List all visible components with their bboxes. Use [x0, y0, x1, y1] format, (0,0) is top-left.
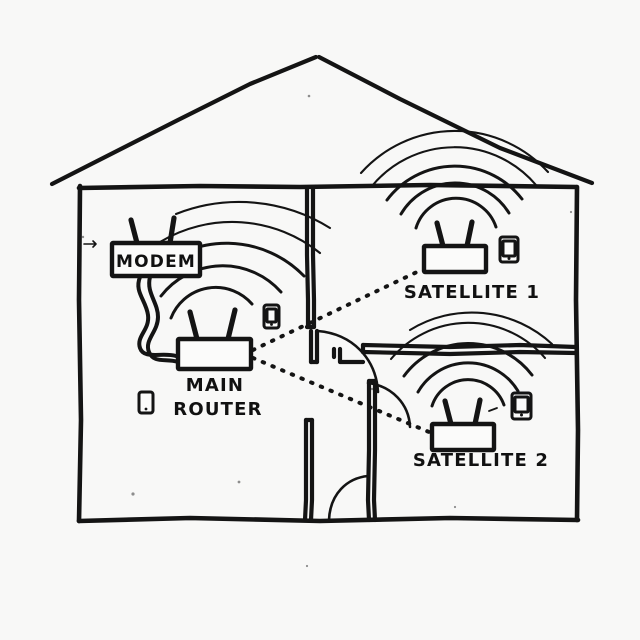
- stray-pen-mark: [488, 407, 498, 412]
- mesh-link-lines: [251, 269, 431, 434]
- paper-specks: [81, 94, 573, 568]
- modem-label: MODEM: [116, 252, 196, 272]
- modem-router-cable: [136, 275, 180, 364]
- device-main-router[interactable]: [175, 307, 254, 372]
- house-roof: [49, 54, 595, 187]
- left-wall-tick: [83, 240, 97, 248]
- door-swings: [316, 329, 412, 522]
- satellite-2-label: SATELLITE 2: [413, 450, 549, 471]
- mesh-link-router-to-satellite-1: [251, 269, 421, 352]
- main-router-body: [175, 336, 254, 372]
- house-outer-walls: [76, 182, 581, 524]
- gadget-tablet-satellite-1[interactable]: [498, 235, 520, 264]
- satellite-2-body: [429, 421, 497, 453]
- satellite-1-body: [421, 243, 489, 275]
- modem-body: [109, 240, 203, 279]
- satellite-1-label: SATELLITE 1: [404, 282, 540, 303]
- gadget-phone-living-room[interactable]: [262, 303, 281, 330]
- gadget-tablet-satellite-2[interactable]: [510, 391, 533, 421]
- device-satellite-1[interactable]: [421, 219, 489, 275]
- gadget-phone-bottom-left[interactable]: [137, 390, 155, 415]
- main-router-label-line1: MAIN: [186, 375, 244, 396]
- device-satellite-2[interactable]: [429, 397, 497, 453]
- mesh-link-router-to-satellite-2: [251, 356, 431, 434]
- wifi-waves-satellite-1: [359, 129, 550, 230]
- wifi-waves-satellite-2: [389, 311, 554, 408]
- main-router-label-line2: ROUTER: [173, 399, 262, 420]
- device-modem[interactable]: MODEM: [109, 215, 203, 279]
